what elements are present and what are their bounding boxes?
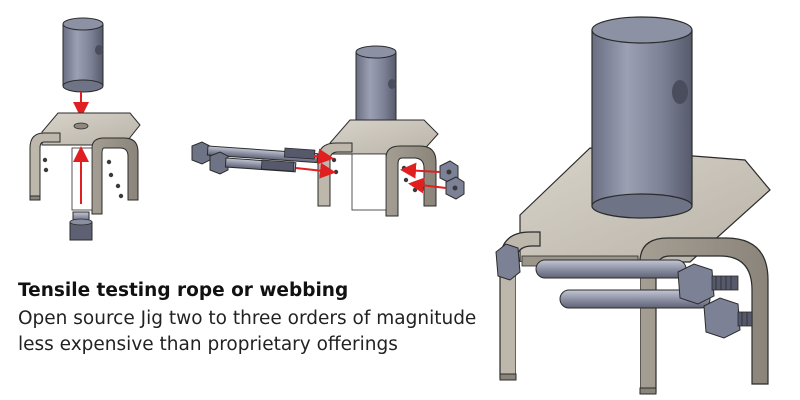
arrow-icon (400, 162, 441, 179)
arrow-icon (313, 148, 334, 165)
arrow-icon (295, 162, 336, 179)
caption-title: Tensile testing rope or webbing (18, 280, 349, 301)
bracket-icon (29, 112, 141, 215)
bolt-icon (69, 211, 93, 241)
bolt-icon (495, 243, 521, 281)
caption-body: Open source Jig two to three orders of m… (18, 308, 477, 355)
nut-icon (445, 176, 465, 200)
nut-icon (703, 297, 753, 339)
caption: Tensile testing rope or webbing Open sou… (18, 278, 488, 358)
arrow-icon (408, 177, 447, 194)
nut-icon (677, 263, 739, 305)
middle-exploded-view (191, 45, 465, 217)
bracket-icon (317, 119, 439, 217)
right-assembled-view (495, 16, 771, 395)
bolt-icon (535, 259, 711, 309)
bolt-icon (209, 151, 297, 175)
left-exploded-view (29, 17, 141, 241)
cylinder-pin-icon (591, 16, 693, 219)
bolt-icon (191, 141, 319, 165)
cylinder-pin-icon (62, 17, 104, 93)
